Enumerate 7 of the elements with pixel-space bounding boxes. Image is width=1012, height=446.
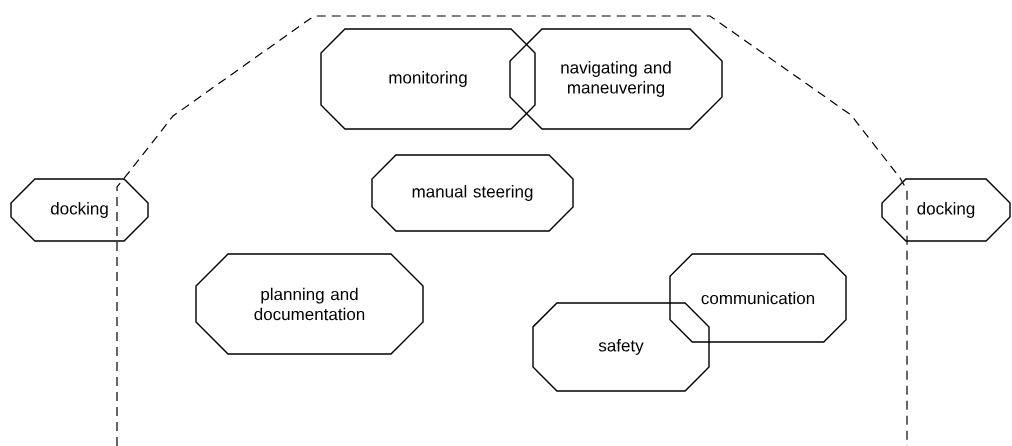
activity-box: planning and documentation — [195, 253, 424, 355]
activity-box: docking — [881, 178, 1011, 242]
activity-box: manual steering — [371, 154, 574, 232]
activity-box: monitoring — [320, 28, 536, 130]
activity-box: docking — [10, 178, 149, 242]
activity-box: navigating and maneuvering — [509, 28, 723, 130]
activity-box: communication — [669, 253, 847, 343]
